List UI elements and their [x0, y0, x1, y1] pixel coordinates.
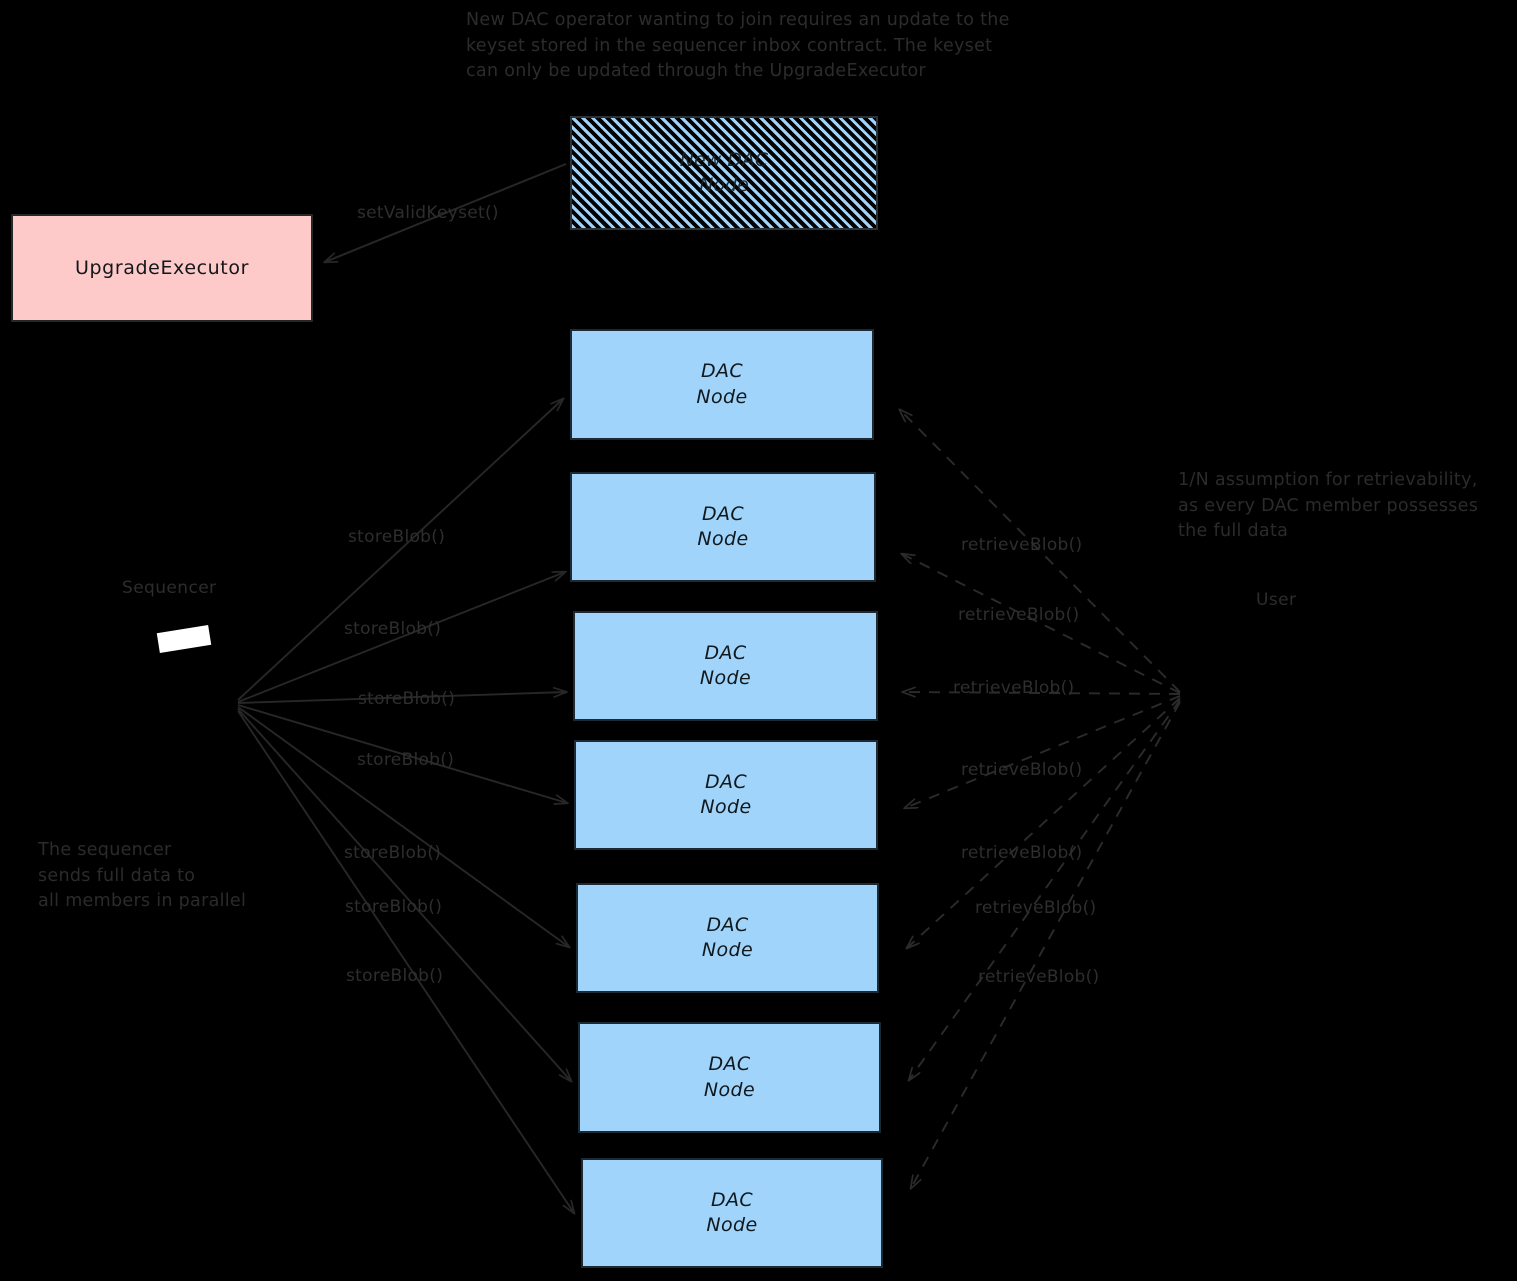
dac-node-5-line2: Node	[701, 939, 754, 961]
new-dac-node-line2: Node	[699, 174, 749, 196]
edge-label-store-blob-3: storeBlob()	[358, 689, 456, 709]
edge-label-store-blob-5: storeBlob()	[344, 843, 442, 863]
note-bottom-left-sequencer: The sequencer sends full data to all mem…	[38, 840, 247, 912]
edge-label-set-valid-keyset: setValidKeyset()	[357, 203, 499, 223]
dac-node-1-line2: Node	[696, 385, 748, 408]
upgrade-executor-box[interactable]: UpgradeExecutor	[11, 214, 313, 322]
sequencer-icon[interactable]	[156, 625, 212, 653]
edge-label-retrieve-blob-5: retrieveBlob()	[961, 843, 1083, 863]
dac-node-4-line2: Node	[700, 796, 752, 818]
new-dac-node-line1: New DAC	[679, 148, 769, 171]
dac-node-5-line1: DAC	[706, 913, 749, 936]
note-top-keyset-update: New DAC operator wanting to join require…	[466, 10, 1010, 82]
edge-label-retrieve-blob-1: retrieveBlob()	[961, 535, 1083, 555]
edge-label-retrieve-blob-7: retrieveBlob()	[978, 967, 1100, 987]
dac-node-1[interactable]: DAC Node	[570, 329, 874, 440]
edge-label-store-blob-4: storeBlob()	[357, 750, 455, 770]
dac-node-7-line1: DAC	[710, 1188, 754, 1211]
dac-node-6-line2: Node	[703, 1078, 756, 1101]
upgrade-executor-label: UpgradeExecutor	[75, 257, 249, 279]
note-right-retrievability: 1/N assumption for retrievability, as ev…	[1178, 470, 1479, 542]
edge-label-store-blob-2: storeBlob()	[344, 619, 442, 639]
sequencer-label: Sequencer	[122, 578, 217, 598]
user-label: User	[1256, 590, 1297, 610]
dac-node-7[interactable]: DAC Node	[581, 1158, 883, 1268]
dac-node-2[interactable]: DAC Node	[570, 472, 876, 582]
dac-node-7-line2: Node	[706, 1214, 758, 1236]
dac-node-6[interactable]: DAC Node	[578, 1022, 881, 1133]
edge-label-retrieve-blob-4: retrieveBlob()	[961, 760, 1083, 780]
edge-group-retrieve-blob	[900, 410, 1181, 1188]
dac-node-4[interactable]: DAC Node	[574, 740, 878, 850]
dac-node-6-line1: DAC	[708, 1053, 751, 1076]
dac-node-1-line1: DAC	[700, 360, 744, 383]
dac-node-3-line1: DAC	[704, 641, 747, 664]
dac-node-2-line2: Node	[697, 528, 749, 550]
dac-node-3[interactable]: DAC Node	[573, 611, 878, 721]
edge-label-retrieve-blob-2: retrieveBlob()	[958, 605, 1080, 625]
new-dac-node-box[interactable]: New DAC Node	[570, 116, 878, 230]
edge-group-store-blob	[237, 399, 574, 1213]
edge-label-retrieve-blob-6: retrieveBlob()	[975, 898, 1097, 918]
dac-node-2-line1: DAC	[701, 502, 745, 525]
dac-node-4-line1: DAC	[704, 770, 748, 793]
edge-label-store-blob-7: storeBlob()	[346, 966, 444, 986]
edge-label-store-blob-6: storeBlob()	[345, 897, 443, 917]
edge-label-store-blob-1: storeBlob()	[348, 527, 446, 547]
edge-label-retrieve-blob-3: retrieveBlob()	[953, 678, 1075, 698]
dac-node-3-line2: Node	[699, 667, 752, 689]
dac-node-5[interactable]: DAC Node	[576, 883, 879, 993]
